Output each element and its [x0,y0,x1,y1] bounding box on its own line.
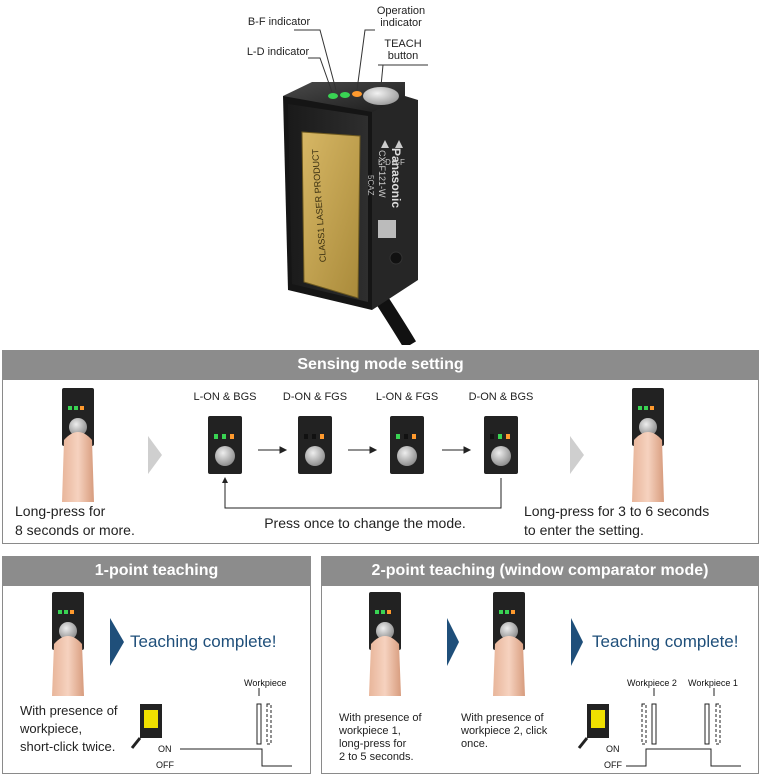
flow-arrow-1 [148,436,162,474]
led-bf-text: B-F [392,158,405,167]
mode-label-2: D-ON & FGS [282,391,348,403]
mode-label-3: L-ON & FGS [375,391,439,403]
sensing-cycle-caption: Press once to change the mode. [264,515,466,531]
two-point-sensor-icon [577,704,609,749]
teach-button-visual [363,87,399,105]
device-long-press-left [62,388,94,502]
sensor-illustration: CLASS1 LASER PRODUCT Panasonic CX-F121-W… [0,0,760,349]
two-point-device-2 [493,592,525,696]
two-point-complete: Teaching complete! [592,632,739,651]
two-point-arrow-2 [571,618,583,666]
laser-sticker [301,131,361,299]
sensor-side-face [372,96,418,310]
device-long-press-right [632,388,664,502]
two-point-arrow-1 [447,618,459,666]
one-point-off-label: OFF [156,760,174,770]
led-green-1 [328,93,338,99]
two-point-on-label: ON [606,744,620,754]
model-text: CX-F121-W [377,150,387,198]
two-point-workpiece2-label: Workpiece 2 [627,678,677,688]
brand-text: Panasonic [389,148,403,208]
led-ld-text: L-D [378,158,391,167]
operation-indicator-callout: Operation indicator [376,5,426,29]
mode-arrows [258,446,472,454]
sensing-left-caption: Long-press for 8 seconds or more. [15,503,135,538]
mode-label-4: D-ON & BGS [468,391,534,403]
mode-device-2 [298,416,332,474]
one-point-diagram [52,592,292,767]
one-point-arrow [110,618,124,666]
mode-loop-line [224,478,502,509]
one-point-sensor-icon [130,704,162,749]
one-point-on-label: ON [158,744,172,754]
two-point-device-1 [369,592,401,696]
mode-device-4 [484,416,518,474]
mode-device-3 [390,416,424,474]
mode-device-1 [208,416,242,474]
one-point-title: 1-point teaching [2,556,311,586]
one-point-workpiece-label: Workpiece [244,678,287,688]
qr-code [378,220,396,238]
two-point-caption-1: With presence of workpiece 1, long-press… [339,712,422,763]
two-point-off-label: OFF [604,760,622,770]
led-orange [352,91,362,97]
two-point-caption-2: With presence of workpiece 2, click once… [461,712,548,750]
one-point-caption: With presence of workpiece, short-click … [20,703,118,754]
code-text: 5CAZ [366,175,375,196]
bf-indicator-callout: B-F indicator [247,16,311,28]
teach-button-callout: TEACH button [384,38,422,62]
sensor-body-svg: CLASS1 LASER PRODUCT Panasonic CX-F121-W… [283,29,428,349]
sensing-mode-title: Sensing mode setting [2,350,759,380]
sensing-right-caption: Long-press for 3 to 6 seconds to enter t… [524,503,710,538]
ld-indicator-callout: L-D indicator [246,46,310,58]
two-point-diagram [369,592,741,767]
led-green-2 [340,92,350,98]
flow-arrow-2 [570,436,584,474]
one-point-complete: Teaching complete! [130,632,277,651]
sensing-mode-diagram [62,388,664,509]
one-point-device [52,592,84,696]
two-point-title: 2-point teaching (window comparator mode… [321,556,759,586]
two-point-workpiece1-label: Workpiece 1 [688,678,738,688]
mode-label-1: L-ON & BGS [193,391,257,403]
